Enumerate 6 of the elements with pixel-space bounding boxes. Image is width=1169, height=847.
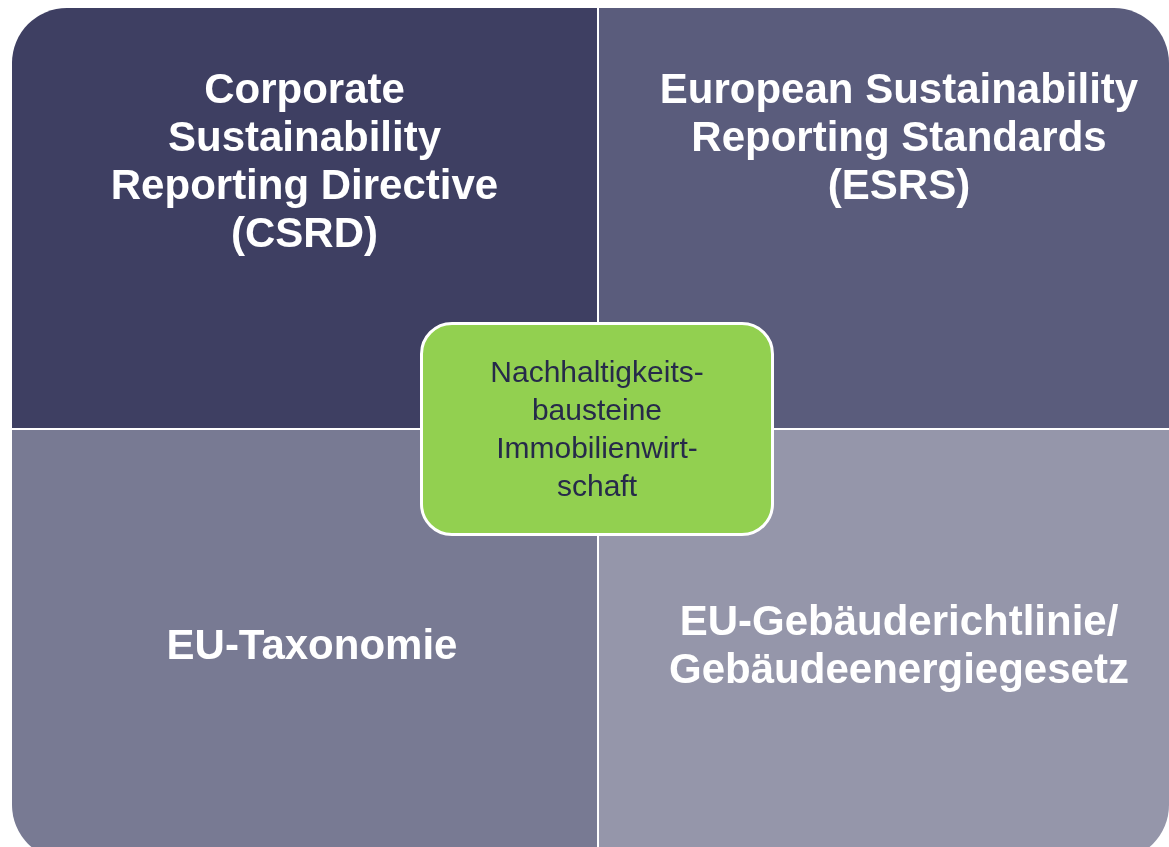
center-title: Nachhaltigkeits- bausteine Immobilienwirt- schaft bbox=[489, 354, 705, 504]
center-box bbox=[420, 322, 774, 536]
quadrant-title: EU-Taxonomie bbox=[165, 621, 459, 669]
quadrant-title: EU-Gebäuderichtlinie/ Gebäudeenergiegesetz bbox=[668, 597, 1130, 693]
quadrant-title: European Sustainability Reporting Standards (ESRS) bbox=[658, 65, 1140, 209]
quadrant-title: Corporate Sustainability Reporting Directive (CSRD) bbox=[109, 65, 500, 257]
